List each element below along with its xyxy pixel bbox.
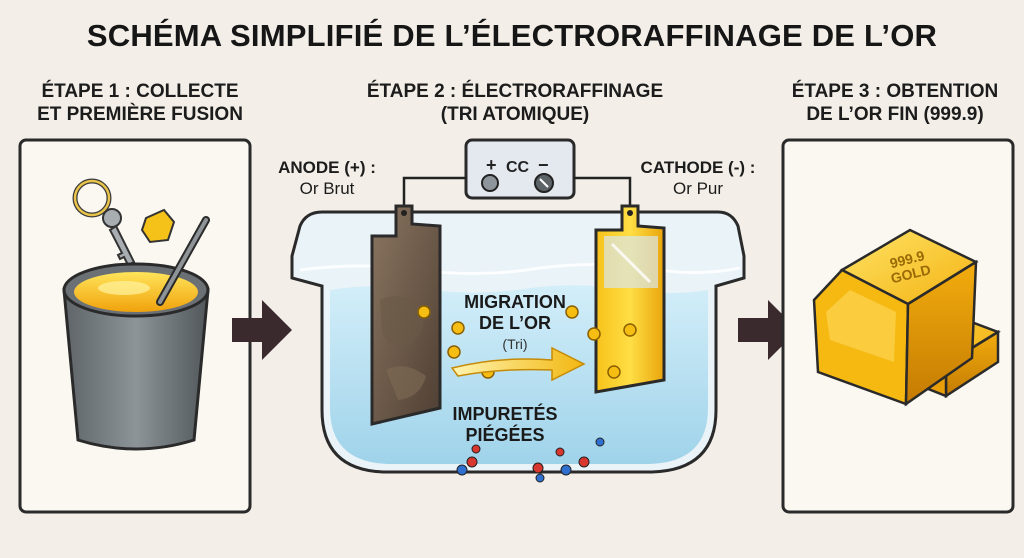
- step3-title: ÉTAPE 3 : OBTENTION DE L’OR FIN (999.9): [770, 80, 1020, 126]
- impurity-particle: [466, 456, 478, 468]
- step1-title: ÉTAPE 1 : COLLECTE ET PREMIÈRE FUSION: [10, 80, 270, 126]
- step2-title: ÉTAPE 2 : ÉLECTRORAFFINAGE (TRI ATOMIQUE…: [330, 80, 700, 126]
- gold-particle: [607, 365, 621, 379]
- gold-particle: [587, 327, 601, 341]
- impurity-particle: [560, 464, 572, 476]
- step3-title-line1: ÉTAPE 3 : OBTENTION: [791, 81, 999, 102]
- gold-particle: [417, 305, 431, 319]
- step3-title-line2: DE L’OR FIN (999.9): [806, 104, 984, 125]
- migration-label-line2: DE L’OR: [478, 313, 551, 333]
- cathode-label: CATHODE (-) : Or Pur: [628, 157, 768, 199]
- crucible-icon: [62, 262, 210, 451]
- impurity-particle: [555, 447, 565, 457]
- impurity-particle: [595, 437, 605, 447]
- impurities-label-line2: PIÉGÉES: [465, 425, 545, 445]
- power-knob-left: [481, 174, 499, 192]
- anode-label-title: ANODE (+) :: [278, 158, 376, 177]
- gold-particle: [565, 305, 579, 319]
- impurity-particle: [535, 473, 545, 483]
- impurity-particle: [471, 444, 481, 454]
- gold-particle: [623, 323, 637, 337]
- impurity-particle: [456, 464, 468, 476]
- power-plus-sign: +: [486, 155, 497, 175]
- impurity-particles: [456, 437, 605, 483]
- step1-title-line2: ET PREMIÈRE FUSION: [37, 104, 243, 125]
- gold-nugget-icon: [140, 208, 176, 244]
- anode-label-sub: Or Brut: [299, 179, 355, 198]
- step2-title-line2: (TRI ATOMIQUE): [440, 104, 590, 125]
- impurities-label: IMPURETÉS PIÉGÉES: [440, 404, 570, 446]
- impurities-label-line1: IMPURETÉS: [452, 404, 558, 424]
- anode-plate: [370, 204, 442, 426]
- gold-particle: [451, 321, 465, 335]
- migration-arrow: [450, 346, 586, 382]
- diagram-title: SCHÉMA SIMPLIFIÉ DE L’ÉLECTRORAFFINAGE D…: [86, 18, 938, 53]
- power-minus-sign: −: [538, 155, 549, 175]
- cathode-plate: [594, 204, 666, 394]
- migration-label-line1: MIGRATION: [464, 292, 566, 312]
- migration-label: MIGRATION DE L’OR (Tri): [452, 292, 578, 355]
- cathode-label-sub: Or Pur: [672, 179, 724, 198]
- gold-particle: [447, 345, 461, 359]
- cathode-label-title: CATHODE (-) :: [640, 158, 756, 177]
- arrow-step1-to-step2: [232, 300, 292, 360]
- impurity-particle: [578, 456, 590, 468]
- anode-label: ANODE (+) : Or Brut: [274, 157, 380, 199]
- gold-bar-front-icon: [812, 228, 979, 407]
- step1-title-line1: ÉTAPE 1 : COLLECTE: [41, 81, 239, 102]
- step2-title-line1: ÉTAPE 2 : ÉLECTRORAFFINAGE: [366, 81, 664, 102]
- power-cc-label: CC: [506, 159, 530, 176]
- migration-label-sub: (Tri): [502, 336, 528, 352]
- cathode-wire: [574, 176, 632, 212]
- anode-wire: [402, 176, 466, 214]
- dc-power-supply: [464, 138, 576, 200]
- impurity-particle: [532, 462, 544, 474]
